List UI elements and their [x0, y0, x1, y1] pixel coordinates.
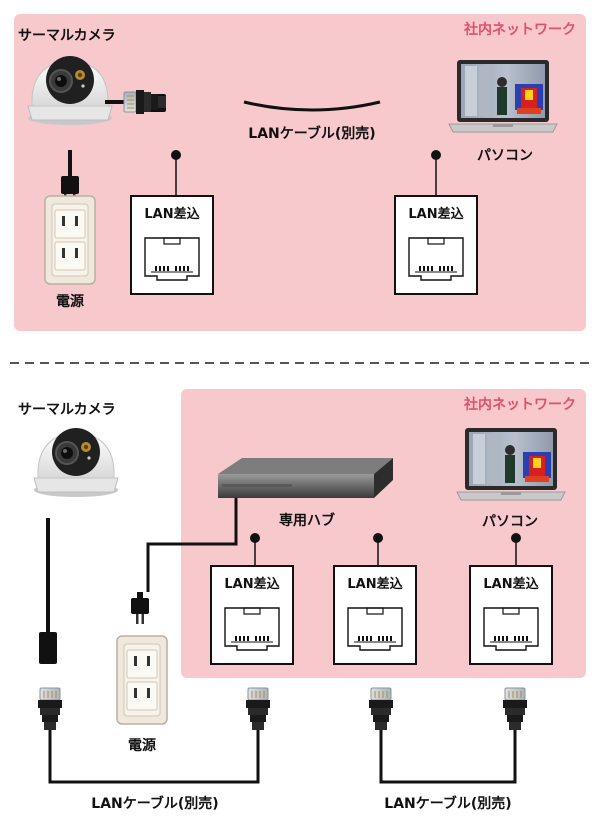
bottom-jack-label-3: LAN差込: [483, 576, 539, 592]
bottom-jack-pin-3: [511, 533, 521, 543]
bottom-jack-label-1: LAN差込: [224, 576, 280, 592]
bottom-lan-cable-1: [48, 730, 260, 784]
bottom-camera-connector: [39, 632, 57, 664]
bottom-lan-plug-2a: [368, 687, 394, 731]
hub-power-plug: [131, 592, 149, 624]
bottom-network-label: 社内ネットワーク: [463, 396, 576, 413]
top-jack-pin-1: [171, 150, 181, 160]
top-jack-label-1: LAN差込: [144, 206, 200, 222]
top-jack-pin-2: [431, 150, 441, 160]
bottom-lan-plug-1a: [37, 687, 63, 731]
bottom-cable-label-1: LANケーブル(別売): [91, 795, 218, 812]
bottom-section: 社内ネットワーク サーマルカメラ パソコン 専用ハブ 電源 LAN差込 LAN差…: [18, 389, 586, 812]
bottom-power-label: 電源: [128, 737, 156, 754]
dedicated-hub: [218, 458, 393, 498]
top-jack-label-2: LAN差込: [408, 206, 464, 222]
bottom-jack-pin-2: [373, 533, 383, 543]
top-pc-label: パソコン: [477, 148, 533, 164]
bottom-jack-label-2: LAN差込: [347, 576, 403, 592]
top-section: 社内ネットワーク サーマルカメラ LANケーブル(別売) パソコン 電源 LAN…: [14, 14, 586, 331]
bottom-camera-label: サーマルカメラ: [18, 402, 116, 418]
bottom-jack-pin-1: [250, 533, 260, 543]
top-network-label: 社内ネットワーク: [463, 21, 576, 38]
top-laptop: [448, 59, 558, 133]
top-camera-label: サーマルカメラ: [18, 28, 116, 44]
hub-label: 専用ハブ: [279, 512, 335, 529]
bottom-lan-plug-2b: [502, 687, 528, 731]
bottom-lan-cable-2: [379, 730, 517, 784]
top-power-label: 電源: [56, 293, 84, 310]
bottom-laptop: [456, 427, 566, 501]
hub-power-cable: [146, 498, 238, 592]
top-power-outlet: [44, 195, 96, 285]
bottom-pc-label: パソコン: [482, 514, 538, 530]
top-power-plug: [61, 176, 79, 194]
top-cable-label: LANケーブル(別売): [248, 125, 375, 142]
bottom-lan-plug-1b: [245, 687, 271, 731]
bottom-cable-label-2: LANケーブル(別売): [384, 795, 511, 812]
bottom-power-outlet: [116, 635, 168, 725]
top-lan-cable: [243, 100, 381, 112]
bottom-thermal-camera: [33, 427, 119, 498]
